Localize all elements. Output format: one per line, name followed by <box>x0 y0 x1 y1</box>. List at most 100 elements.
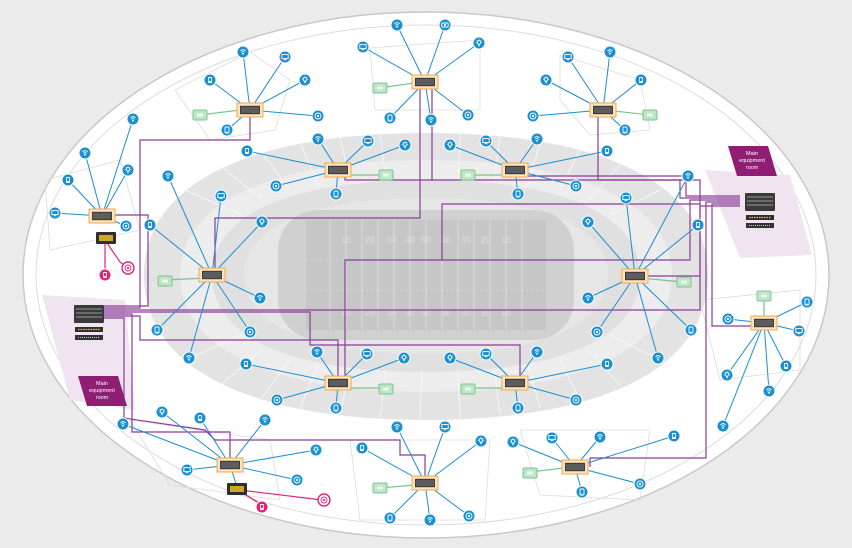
access-point-icon <box>651 351 665 365</box>
phone-icon <box>329 187 343 201</box>
security-camera-icon <box>461 108 475 122</box>
hub-bottom-left <box>116 405 331 514</box>
sensor-gateway <box>460 383 476 395</box>
security-camera-icon <box>526 109 540 123</box>
room-label-line: room <box>96 395 109 401</box>
sensor-gateway <box>642 109 658 121</box>
room-label-line: equipment <box>739 158 765 164</box>
phone-icon <box>383 511 397 525</box>
hub-top-right <box>526 45 658 137</box>
field-yard-numbers-top: 10 20 30 40 50 40 30 20 10 <box>341 235 511 245</box>
access-point-icon <box>603 45 617 59</box>
door-controller-icon <box>143 218 157 232</box>
hub-top-left <box>192 45 325 137</box>
door-controller-icon <box>61 173 75 187</box>
sensor-gateway <box>460 169 476 181</box>
sensor-gateway <box>378 383 394 395</box>
display-icon <box>361 134 375 148</box>
hub-right <box>716 290 814 433</box>
sensor-gateway <box>756 290 772 302</box>
yard-number: 30 <box>387 308 397 318</box>
yard-number: 10 <box>501 235 511 245</box>
door-controller-icon <box>239 357 253 371</box>
network-switch <box>750 315 778 331</box>
yard-number: 20 <box>481 235 491 245</box>
lighting-icon <box>398 138 412 152</box>
lighting-icon <box>443 138 457 152</box>
security-camera-icon <box>311 109 325 123</box>
access-point-icon <box>390 420 404 434</box>
security-camera-icon <box>590 325 604 339</box>
door-controller-icon <box>634 73 648 87</box>
security-camera-icon <box>569 393 583 407</box>
display-icon <box>619 191 633 205</box>
lighting-icon <box>309 443 323 457</box>
alarm-door-icon <box>255 500 269 514</box>
phone-icon <box>220 123 234 137</box>
network-switch <box>411 74 439 90</box>
yard-number: 40 <box>441 235 451 245</box>
display-icon <box>48 206 62 220</box>
door-controller-icon <box>240 144 254 158</box>
yard-number: 20 <box>365 235 375 245</box>
field-yard-numbers-bottom: 10 20 30 40 50 40 30 20 10 <box>341 308 511 318</box>
phone-icon <box>383 111 397 125</box>
access-point-icon <box>581 291 595 305</box>
display-icon <box>438 420 452 434</box>
display-icon <box>792 324 806 338</box>
yard-number: 10 <box>501 308 511 318</box>
yard-number: 30 <box>461 235 471 245</box>
access-point-icon <box>530 132 544 146</box>
sensor-gateway <box>676 276 692 288</box>
display-icon <box>214 189 228 203</box>
yard-number: 20 <box>481 308 491 318</box>
security-camera-icon <box>462 509 476 523</box>
lighting-icon <box>581 215 595 229</box>
network-switch <box>198 267 226 283</box>
door-controller-icon <box>355 441 369 455</box>
door-controller-icon <box>600 144 614 158</box>
display-icon <box>479 134 493 148</box>
access-point-icon <box>78 146 92 160</box>
network-switch <box>411 475 439 491</box>
yard-number: 10 <box>341 308 351 318</box>
hub-top-center <box>356 18 486 127</box>
lighting-icon <box>397 351 411 365</box>
door-controller-icon <box>203 73 217 87</box>
yard-number: 40 <box>405 235 415 245</box>
lighting-icon <box>506 435 520 449</box>
network-switch <box>501 375 529 391</box>
phone-icon <box>511 401 525 415</box>
access-point-icon <box>390 18 404 32</box>
lighting-icon <box>539 73 553 87</box>
phone-icon <box>684 323 698 337</box>
access-point-icon <box>236 45 250 59</box>
phone-icon <box>511 187 525 201</box>
yard-number: 50 <box>421 235 431 245</box>
phone-icon <box>329 401 343 415</box>
phone-icon <box>618 123 632 137</box>
main-equipment-room-left: Main equipment room <box>73 304 127 406</box>
yard-number: 10 <box>341 235 351 245</box>
access-point-icon <box>530 345 544 359</box>
yard-number: 30 <box>461 308 471 318</box>
door-controller-icon <box>193 411 207 425</box>
access-point-icon <box>258 413 272 427</box>
access-point-icon <box>762 384 776 398</box>
camera-icon <box>438 18 452 32</box>
hub-bottom-center <box>355 420 488 527</box>
hub-field-right <box>581 169 705 365</box>
network-switch <box>501 162 529 178</box>
door-controller-icon <box>691 218 705 232</box>
access-point-icon <box>116 417 130 431</box>
hub-bottom-right <box>506 429 681 499</box>
hub-left <box>48 112 140 282</box>
security-camera-icon <box>269 179 283 193</box>
display-icon <box>360 347 374 361</box>
network-switch <box>589 102 617 118</box>
sensor-gateway <box>157 275 173 287</box>
access-point-icon <box>423 513 437 527</box>
hub-inner-top-left <box>240 132 412 201</box>
security-camera-icon <box>270 393 284 407</box>
network-switch <box>324 375 352 391</box>
